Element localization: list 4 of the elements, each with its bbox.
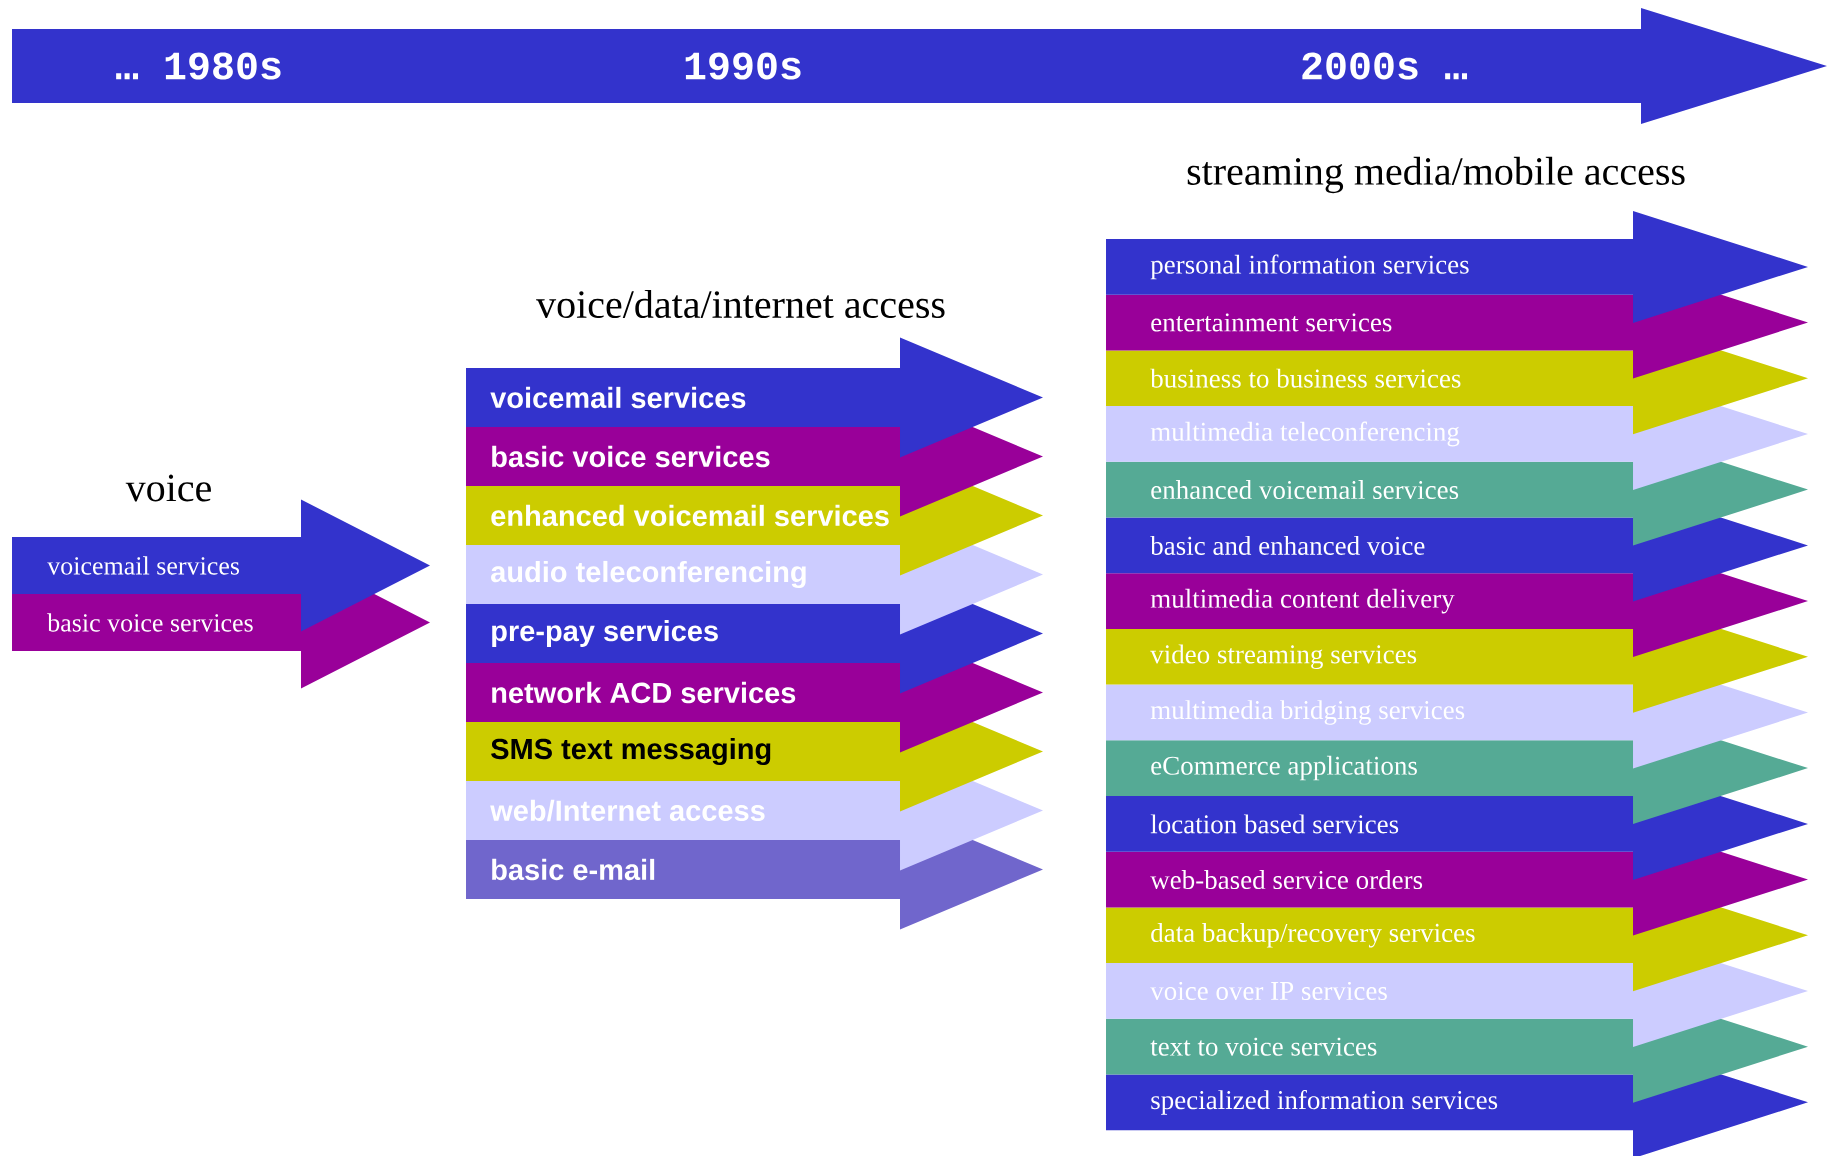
section-heading: voice/data/internet access <box>536 289 945 319</box>
section-heading: voice <box>125 474 211 502</box>
section-heading: streaming media/mobile access <box>1187 156 1685 194</box>
timeline-banner: … 1980s 1990s 2000s … <box>12 8 1827 124</box>
